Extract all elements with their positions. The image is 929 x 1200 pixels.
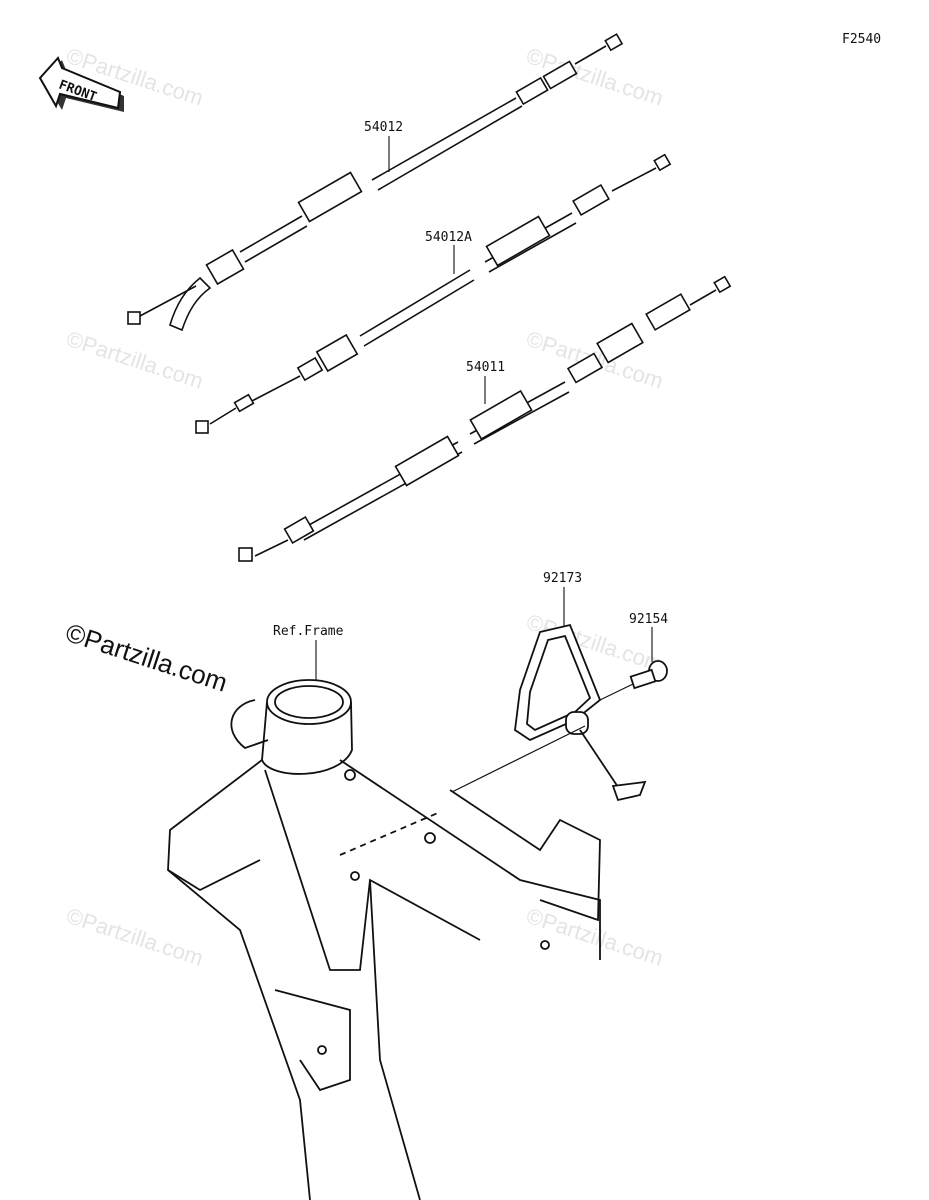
watermark: ©Partzilla.com — [523, 903, 666, 971]
bolt-92154 — [599, 660, 668, 701]
front-arrow-icon: FRONT — [38, 56, 124, 112]
cable-54011 — [238, 275, 732, 562]
cable-54012 — [127, 33, 624, 332]
part-label-54011: 54011 — [466, 360, 505, 375]
cable-54012a — [195, 153, 672, 434]
watermark: ©Partzilla.com — [63, 326, 206, 394]
figure-code: F2540 — [842, 32, 881, 47]
part-label-54012: 54012 — [364, 120, 403, 135]
frame-outline — [167, 679, 601, 1200]
leader-lines — [315, 136, 653, 680]
part-label-92173: 92173 — [543, 571, 582, 586]
bracket-92173 — [451, 623, 647, 802]
watermark: ©Partzilla.com — [63, 903, 206, 971]
part-label-ref-frame: Ref.Frame — [273, 624, 344, 639]
watermark-main: ©Partzilla.com — [62, 617, 231, 697]
part-label-54012a: 54012A — [425, 230, 472, 245]
part-label-92154: 92154 — [629, 612, 668, 627]
